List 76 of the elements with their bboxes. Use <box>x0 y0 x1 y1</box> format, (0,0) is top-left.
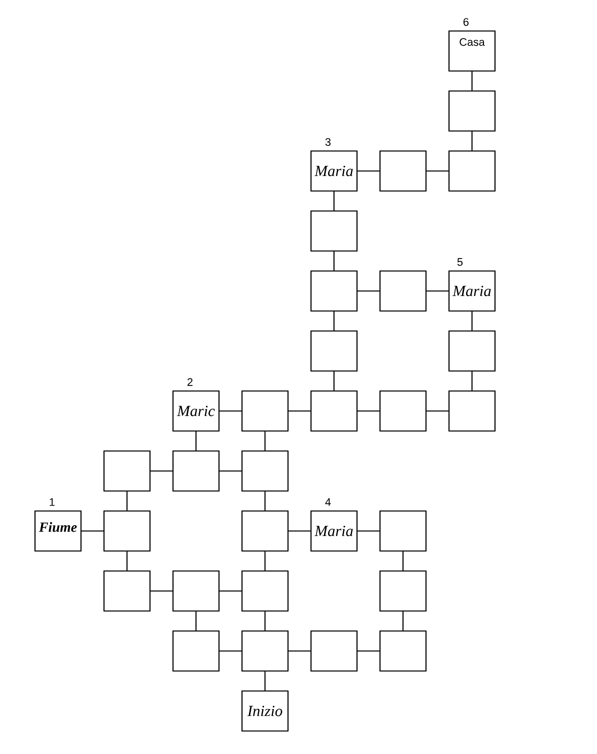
square-number: 2 <box>188 378 192 386</box>
board-square <box>448 390 496 432</box>
board-square <box>310 270 358 312</box>
connector-line <box>471 132 473 150</box>
board-square: Inizio <box>241 690 289 732</box>
board-square <box>310 390 358 432</box>
connector-line <box>358 410 380 412</box>
connector-line <box>333 312 335 330</box>
board-square <box>379 630 427 672</box>
board-square <box>172 570 220 612</box>
connector-line <box>195 612 197 630</box>
board-square <box>172 630 220 672</box>
board-square <box>448 330 496 372</box>
board-square <box>448 90 496 132</box>
board-square <box>241 630 289 672</box>
connector-line <box>220 470 242 472</box>
connector-line <box>471 312 473 330</box>
board-square <box>103 450 151 492</box>
square-number: 6 <box>464 18 469 26</box>
board-square: Maria <box>448 270 496 312</box>
connector-line <box>264 672 266 690</box>
board-square <box>448 150 496 192</box>
connector-line <box>150 470 172 472</box>
connector-line <box>471 72 473 90</box>
board-square <box>103 510 151 552</box>
connector-line <box>358 290 380 292</box>
square-number: 5 <box>457 258 463 266</box>
connector-line <box>426 170 448 172</box>
board-square <box>379 510 427 552</box>
board-square <box>310 630 358 672</box>
board-square: Maria <box>310 510 358 552</box>
connector-line <box>195 432 197 450</box>
board-square <box>310 210 358 252</box>
connector-line <box>82 530 104 532</box>
connector-line <box>426 410 448 412</box>
connector-line <box>126 552 128 570</box>
board-square: Maric <box>172 390 220 432</box>
connector-line <box>264 612 266 630</box>
board-square: Fiume <box>34 510 82 552</box>
connector-line <box>358 650 380 652</box>
connector-line <box>333 372 335 390</box>
connector-line <box>264 552 266 570</box>
connector-line <box>402 552 404 570</box>
connector-line <box>426 290 448 292</box>
connector-line <box>150 590 172 592</box>
connector-line <box>471 372 473 390</box>
connector-line <box>288 530 310 532</box>
connector-line <box>402 612 404 630</box>
connector-line <box>358 530 380 532</box>
connector-line <box>358 170 380 172</box>
board-square: Casa <box>448 30 496 72</box>
square-number: 3 <box>325 138 331 146</box>
connector-line <box>264 432 266 450</box>
board-square <box>379 570 427 612</box>
board-square <box>241 450 289 492</box>
board-square <box>172 450 220 492</box>
connector-line <box>220 650 242 652</box>
square-number: 4 <box>325 498 331 506</box>
square-number: 1 <box>50 498 55 506</box>
board-square <box>310 330 358 372</box>
connector-line <box>288 650 310 652</box>
connector-line <box>220 590 242 592</box>
connector-line <box>126 492 128 510</box>
board-square <box>379 390 427 432</box>
connector-line <box>264 492 266 510</box>
board-square <box>241 390 289 432</box>
connector-line <box>333 192 335 210</box>
board-square <box>379 150 427 192</box>
board-square <box>103 570 151 612</box>
board-square <box>241 570 289 612</box>
connector-line <box>220 410 242 412</box>
board-square <box>379 270 427 312</box>
board-square: Maria <box>310 150 358 192</box>
connector-line <box>333 252 335 270</box>
connector-line <box>288 410 310 412</box>
board-square <box>241 510 289 552</box>
